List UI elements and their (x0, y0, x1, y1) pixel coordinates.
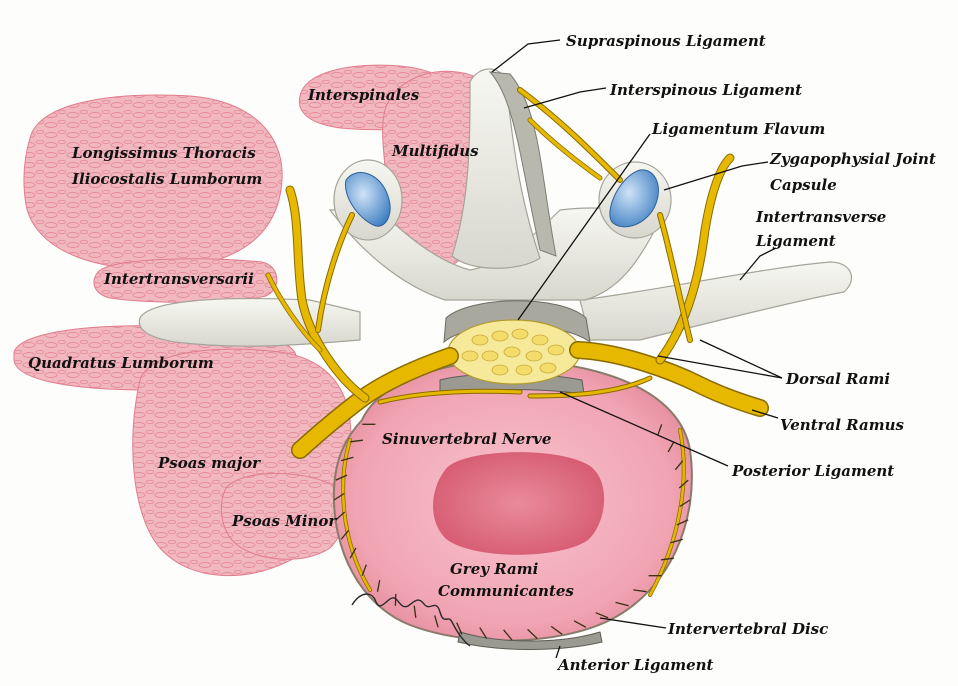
nerve-rootlet (492, 365, 508, 375)
leader-dorsal-rami-1 (700, 340, 782, 378)
leader-intervertebral-disc (600, 618, 666, 628)
label-interspinales: Interspinales (307, 86, 420, 104)
leader-supraspinous (492, 40, 560, 72)
nerve-rootlet (512, 329, 528, 339)
nucleus-pulposus (433, 452, 604, 555)
label-supraspinous: Supraspinous Ligament (566, 32, 766, 50)
nerve-rootlet (548, 345, 564, 355)
label-zygapophysial-1: Zygapophysial Joint (769, 150, 936, 168)
left-transverse-process (139, 299, 360, 347)
label-longissimus-1: Longissimus Thoracis (71, 144, 256, 162)
nerve-rootlet (540, 363, 556, 373)
label-intertransverse-1: Intertransverse (755, 208, 886, 226)
label-sinuvertebral: Sinuvertebral Nerve (382, 430, 551, 448)
label-grey-rami-1: Grey Rami (450, 560, 539, 578)
label-ventral-ramus: Ventral Ramus (780, 416, 904, 434)
nerve-rootlet (532, 335, 548, 345)
label-grey-rami-2: Communicantes (438, 582, 574, 600)
label-quadratus: Quadratus Lumborum (28, 354, 214, 372)
label-anterior-ligament: Anterior Ligament (556, 656, 714, 674)
label-longissimus-2: Iliocostalis Lumborum (71, 170, 262, 188)
nerve-rootlet (504, 347, 520, 357)
label-posterior-ligament: Posterior Ligament (731, 462, 894, 480)
nerve-rootlet (492, 331, 508, 341)
label-psoas-major: Psoas major (157, 454, 261, 472)
label-psoas-minor: Psoas Minor (231, 512, 337, 530)
nerve-rootlet (462, 351, 478, 361)
label-ligamentum-flavum: Ligamentum Flavum (651, 120, 825, 138)
label-multifidus: Multifidus (391, 142, 479, 160)
label-zygapophysial-2: Capsule (770, 176, 837, 194)
label-intertransversarii: Intertransversarii (103, 270, 254, 288)
label-intertransverse-2: Ligament (755, 232, 836, 250)
label-intervertebral-disc: Intervertebral Disc (667, 620, 828, 638)
nerve-rootlet (516, 365, 532, 375)
label-dorsal-rami: Dorsal Rami (785, 370, 890, 388)
nerve-rootlet (472, 335, 488, 345)
label-interspinous: Interspinous Ligament (609, 81, 802, 99)
leader-interspinous (524, 88, 606, 108)
nerve-rootlet (482, 351, 498, 361)
nerve-rootlet (526, 351, 542, 361)
